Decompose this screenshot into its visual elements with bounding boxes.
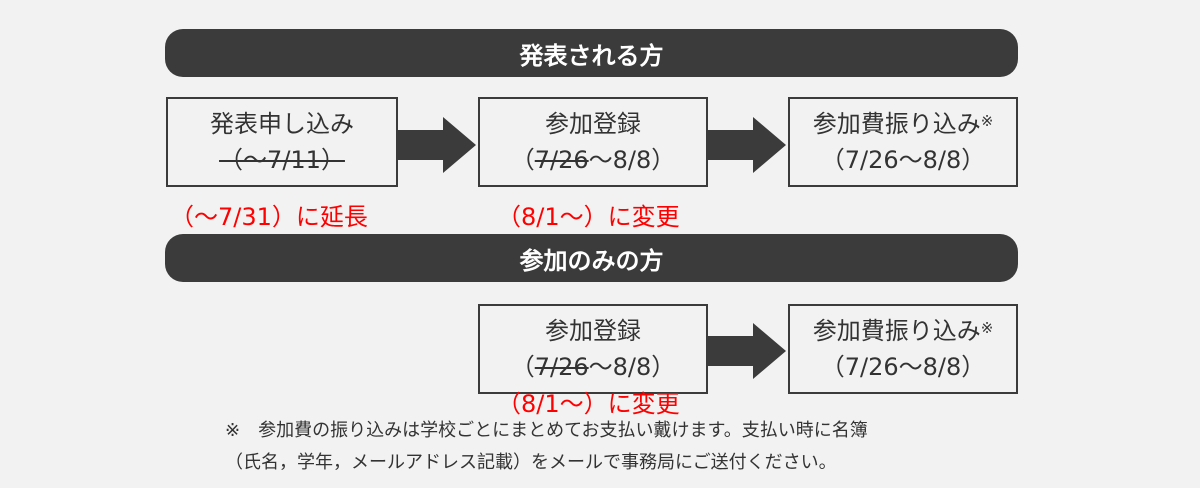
right-arrow-icon — [708, 323, 786, 379]
fee-payment-box-participants: 参加費振り込み※ （7/26～8/8） — [788, 304, 1018, 394]
fee-payment-period: （7/26～8/8） — [820, 353, 986, 381]
presentation-application-title: 発表申し込み — [210, 110, 354, 138]
registration-period-rest: ～8/8） — [588, 146, 676, 174]
fee-payment-note-mark: ※ — [980, 112, 994, 130]
registration-box-participants: 参加登録 （7/26～8/8） — [478, 304, 708, 394]
registration-old-date: 7/26 — [534, 353, 589, 381]
payment-footnote-line1: ※ 参加費の振り込みは学校ごとにまとめてお支払い戴けます。支払い時に名簿 — [225, 420, 868, 441]
registration-period: （7/26～8/8） — [511, 142, 676, 178]
registration-period-rest: ～8/8） — [588, 353, 676, 381]
registration-title: 参加登録 — [545, 110, 641, 138]
application-extension-note: （～7/31）に延長 — [170, 203, 368, 231]
registration-period: （7/26～8/8） — [511, 349, 676, 385]
presenters-banner-label: 発表される方 — [519, 41, 664, 70]
payment-footnote-line2: （氏名，学年，メールアドレス記載）をメールで事務局にご送付ください。 — [225, 452, 837, 473]
participants-banner: 参加のみの方 — [165, 234, 1018, 282]
presentation-application-old-period: （～7/11） — [219, 146, 345, 174]
fee-payment-title: 参加費振り込み※ — [813, 313, 994, 349]
registration-paren: （ — [510, 353, 535, 381]
registration-paren: （ — [510, 146, 535, 174]
right-arrow-icon — [398, 117, 476, 173]
registration-change-note: （8/1～）に変更 — [497, 203, 680, 231]
presentation-application-box: 発表申し込み （～7/11） — [166, 97, 398, 187]
right-arrow-icon — [708, 117, 786, 173]
fee-payment-period: （7/26～8/8） — [820, 146, 986, 174]
registration-box: 参加登録 （7/26～8/8） — [478, 97, 708, 187]
registration-title: 参加登録 — [545, 317, 641, 345]
fee-payment-title: 参加費振り込み※ — [813, 106, 994, 142]
fee-payment-box: 参加費振り込み※ （7/26～8/8） — [788, 97, 1018, 187]
registration-old-date: 7/26 — [534, 146, 589, 174]
fee-payment-note-mark: ※ — [980, 319, 994, 337]
registration-change-note-participants: （8/1～）に変更 — [497, 390, 680, 418]
participants-banner-label: 参加のみの方 — [519, 246, 664, 275]
presenters-banner: 発表される方 — [165, 29, 1018, 77]
fee-payment-title-text: 参加費振り込み — [812, 110, 981, 138]
fee-payment-title-text: 参加費振り込み — [812, 317, 981, 345]
